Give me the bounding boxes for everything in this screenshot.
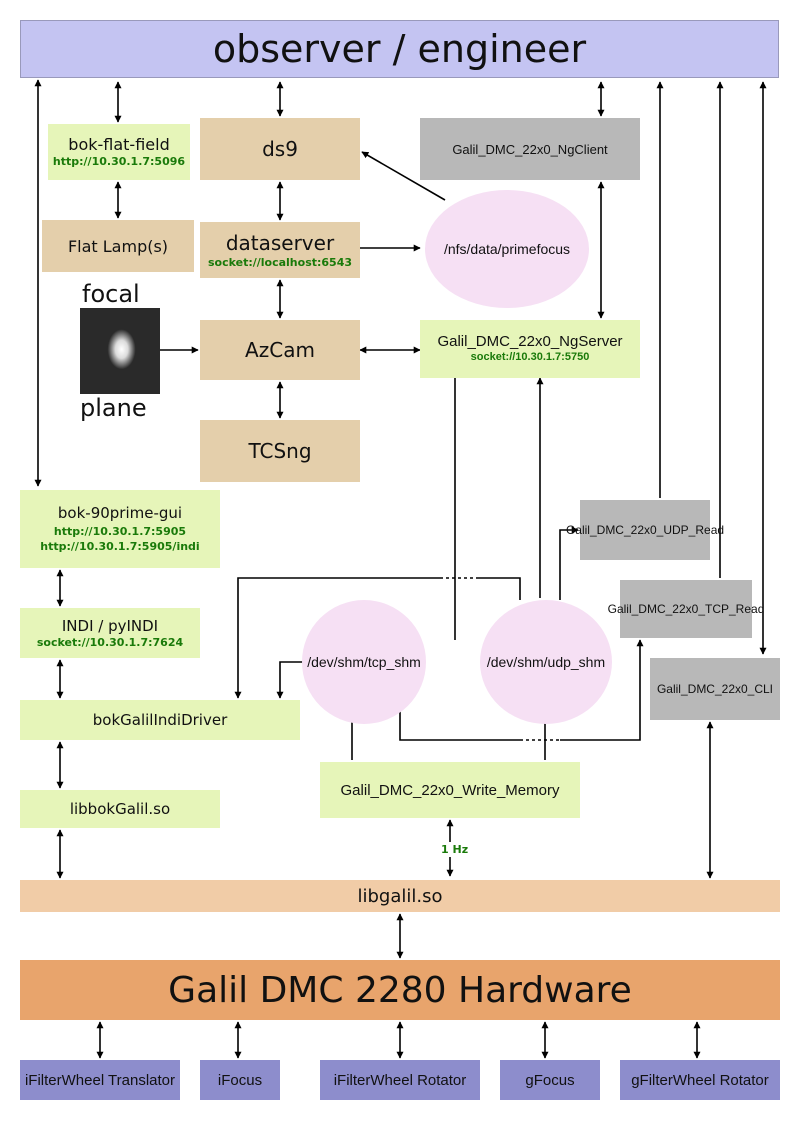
- device-filterwheel-rotator: iFilterWheel Rotator: [320, 1060, 480, 1100]
- indi-url: socket://10.30.1.7:7624: [36, 635, 184, 649]
- indi-box: INDI / pyINDI socket://10.30.1.7:7624: [20, 608, 200, 658]
- udp-shm-bubble: /dev/shm/udp_shm: [480, 600, 612, 724]
- tcsng-title: TCSng: [248, 439, 312, 463]
- gui-url-2: http://10.30.1.7:5905/indi: [40, 540, 200, 553]
- flat-lamp-title: Flat Lamp(s): [67, 236, 169, 256]
- azcam-title: AzCam: [245, 338, 315, 362]
- gui-title: bok-90prime-gui: [57, 504, 183, 522]
- tcp-shm-label: /dev/shm/tcp_shm: [307, 654, 421, 670]
- write-memory-box: Galil_DMC_22x0_Write_Memory: [320, 762, 580, 818]
- indi-driver-title: bokGalilIndiDriver: [92, 711, 228, 729]
- nfs-data-label: /nfs/data/primefocus: [443, 241, 571, 257]
- device-label: iFocus: [217, 1071, 263, 1089]
- tcp-read-box: Galil_DMC_22x0_TCP_Read: [608, 580, 764, 638]
- arrow-udpshm-driver: [478, 577, 521, 600]
- ngclient-title: Galil_DMC_22x0_NgClient: [452, 141, 608, 157]
- gui-box: bok-90prime-gui http://10.30.1.7:5905 ht…: [20, 490, 220, 568]
- libbokgalil-box: libbokGalil.so: [20, 790, 220, 828]
- device-filterwheel-translator: iFilterWheel Translator: [20, 1060, 180, 1100]
- focal-label: focal: [82, 280, 140, 308]
- dataserver-url: socket://localhost:6543: [207, 255, 353, 269]
- device-ifocus: iFocus: [200, 1060, 280, 1100]
- arrow-tcpshm-driver: [276, 661, 308, 699]
- arrow-nfs-ds9: [361, 151, 446, 201]
- udp-shm-label: /dev/shm/udp_shm: [486, 654, 606, 670]
- cli-title: Galil_DMC_22x0_CLI: [656, 682, 774, 696]
- ds9-title: ds9: [262, 137, 298, 161]
- nfs-data-bubble: /nfs/data/primefocus: [425, 190, 589, 308]
- device-gfilterwheel-rotator: gFilterWheel Rotator: [620, 1060, 780, 1100]
- azcam-box: AzCam: [200, 320, 360, 380]
- plane-label: plane: [80, 394, 147, 422]
- arrow-udpshm-tcpread: [399, 706, 520, 741]
- device-label: iFilterWheel Translator: [24, 1071, 176, 1089]
- device-gfocus: gFocus: [500, 1060, 600, 1100]
- bok-flat-field-url: http://10.30.1.7:5096: [52, 155, 186, 168]
- gui-url-1: http://10.30.1.7:5905: [53, 525, 187, 538]
- device-label: iFilterWheel Rotator: [333, 1071, 467, 1089]
- ngserver-title: Galil_DMC_22x0_NgServer: [437, 333, 623, 350]
- write-memory-title: Galil_DMC_22x0_Write_Memory: [340, 781, 560, 799]
- tcp-read-title: Galil_DMC_22x0_TCP_Read: [607, 602, 765, 616]
- dataserver-title: dataserver: [225, 230, 335, 255]
- libgalil-title: libgalil.so: [357, 885, 443, 907]
- libgalil-bar: libgalil.so: [20, 880, 780, 912]
- ngserver-url: socket://10.30.1.7:5750: [470, 351, 590, 363]
- observer-title: observer / engineer: [212, 27, 587, 71]
- bok-flat-field-title: bok-flat-field: [68, 135, 170, 154]
- focal-plane-image: [80, 308, 160, 394]
- arrow-udpshm-udpread: [559, 526, 579, 600]
- indi-title: INDI / pyINDI: [61, 616, 159, 635]
- hardware-bar: Galil DMC 2280 Hardware: [20, 960, 780, 1020]
- device-label: gFilterWheel Rotator: [631, 1071, 769, 1089]
- udp-read-title: Galil_DMC_22x0_UDP_Read: [565, 523, 725, 537]
- dataserver-box: dataserver socket://localhost:6543: [200, 222, 360, 278]
- observer-engineer-bar: observer / engineer: [20, 20, 779, 78]
- libbokgalil-title: libbokGalil.so: [69, 800, 171, 818]
- device-label: gFocus: [525, 1071, 575, 1089]
- ds9-box: ds9: [200, 118, 360, 180]
- indi-driver-box: bokGalilIndiDriver: [20, 700, 300, 740]
- tcsng-box: TCSng: [200, 420, 360, 482]
- flat-lamp-box: Flat Lamp(s): [42, 220, 194, 272]
- ngserver-box: Galil_DMC_22x0_NgServer socket://10.30.1…: [420, 320, 640, 378]
- cli-box: Galil_DMC_22x0_CLI: [650, 658, 780, 720]
- hardware-title: Galil DMC 2280 Hardware: [168, 969, 632, 1011]
- bok-flat-field-box: bok-flat-field http://10.30.1.7:5096: [48, 124, 190, 180]
- rate-label: 1 Hz: [440, 842, 470, 857]
- tcp-shm-bubble: /dev/shm/tcp_shm: [302, 600, 426, 724]
- udp-read-box: Galil_DMC_22x0_UDP_Read: [566, 500, 724, 560]
- ngclient-box: Galil_DMC_22x0_NgClient: [420, 118, 640, 180]
